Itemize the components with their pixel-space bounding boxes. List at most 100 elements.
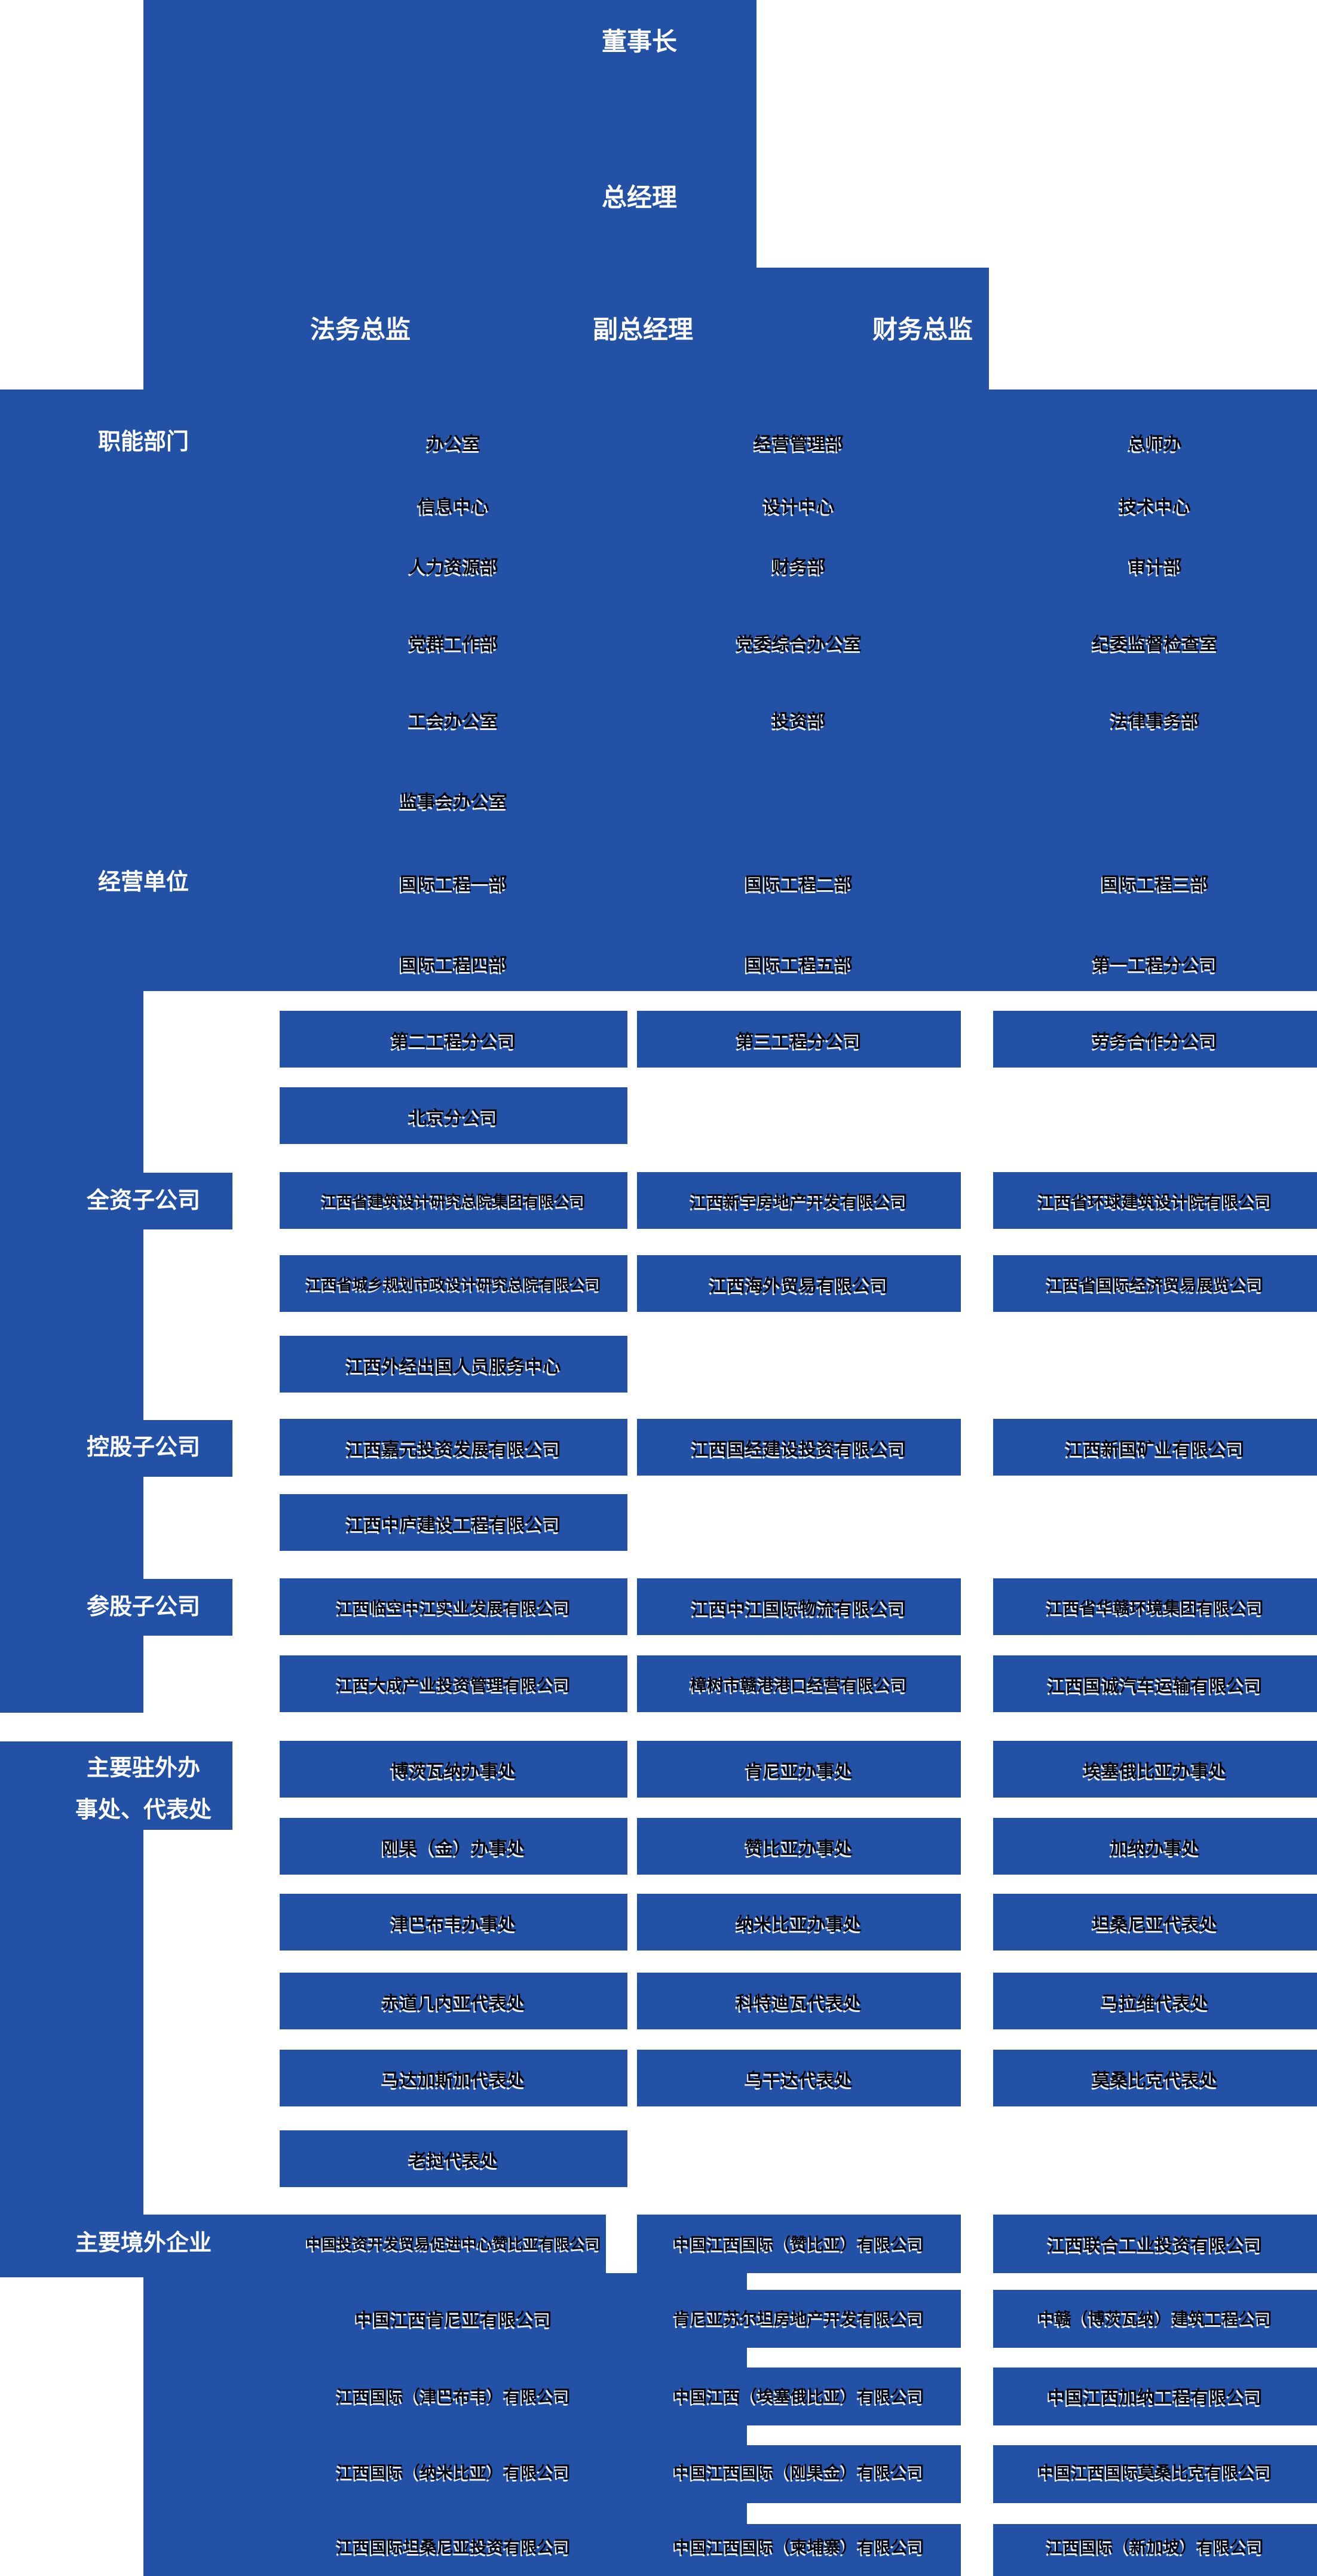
org-box-business-units-r0c0: 国际工程一部	[280, 854, 627, 910]
org-box-functional-r1c2: 技术中心	[993, 476, 1317, 533]
org-box-overseas-offices-r2c1: 纳米比亚办事处	[637, 1894, 961, 1951]
org-box-functional-r0c0: 办公室	[280, 413, 627, 470]
org-box-overseas-offices-r1c0: 刚果（金）办事处	[280, 1818, 627, 1875]
org-box-business-units-r1c0: 国际工程四部	[280, 934, 627, 991]
org-box-business-units-r0c2: 国际工程三部	[993, 854, 1317, 910]
org-box-wholly-owned-subsidiaries-r0c1: 江西新宇房地产开发有限公司	[637, 1172, 961, 1229]
org-box-business-units-r1c1: 国际工程五部	[637, 934, 961, 991]
node-legal-director: 法务总监	[310, 315, 411, 344]
org-box-overseas-offices-r2c0: 津巴布韦办事处	[280, 1894, 627, 1951]
org-box-business-units-r2c0: 第二工程分公司	[280, 1011, 627, 1068]
section-tab-overseas-enterprises	[0, 2215, 232, 2271]
org-box-wholly-owned-subsidiaries-r2c0: 江西外经出国人员服务中心	[280, 1336, 627, 1393]
org-box-business-units-r3c0: 北京分公司	[280, 1087, 627, 1144]
org-box-overseas-enterprises-r2c2: 中国江西加纳工程有限公司	[993, 2367, 1317, 2424]
org-box-overseas-enterprises-r1c1: 肯尼亚苏尔坦房地产开发有限公司	[637, 2289, 961, 2346]
org-box-overseas-offices-r4c1: 乌干达代表处	[637, 2050, 961, 2106]
section-tab-overseas-offices	[0, 1741, 232, 1830]
section-label-holding: 控股子公司	[86, 1435, 200, 1460]
org-box-business-units-r2c2: 劳务合作分公司	[993, 1011, 1317, 1068]
org-box-overseas-enterprises-r0c1: 中国江西国际（赞比亚）有限公司	[637, 2215, 961, 2271]
org-box-overseas-enterprises-r4c2: 江西国际（新加坡）有限公司	[993, 2517, 1317, 2574]
org-box-minority-stake-subsidiaries-r0c1: 江西中江国际物流有限公司	[637, 1578, 961, 1635]
org-box-functional-r4c1: 投资部	[637, 691, 961, 747]
section-label-minority: 参股子公司	[86, 1594, 200, 1620]
section-tab-holding	[0, 1420, 232, 1477]
org-box-business-units-r1c2: 第一工程分公司	[993, 934, 1317, 991]
org-box-minority-stake-subsidiaries-r0c2: 江西省华赣环境集团有限公司	[993, 1578, 1317, 1635]
org-box-functional-r4c0: 工会办公室	[280, 691, 627, 747]
org-box-overseas-offices-r4c0: 马达加斯加代表处	[280, 2050, 627, 2106]
section-label-business-units: 经营单位	[97, 870, 189, 895]
section-label-overseas-offices-line2: 事处、代表处	[75, 1798, 212, 1823]
org-box-wholly-owned-subsidiaries-r1c1: 江西海外贸易有限公司	[637, 1255, 961, 1312]
org-box-overseas-enterprises-r0c0: 中国投资开发贸易促进中心赞比亚有限公司	[280, 2215, 627, 2271]
org-box-overseas-offices-r5c0: 老挝代表处	[280, 2130, 627, 2187]
org-box-holding-subsidiaries-r0c2: 江西新国矿业有限公司	[993, 1419, 1317, 1476]
org-box-overseas-enterprises-r3c1: 中国江西国际（刚果金）有限公司	[637, 2443, 961, 2500]
org-box-overseas-enterprises-r4c1: 中国江西国际（柬埔寨）有限公司	[637, 2517, 961, 2574]
section-label-overseas-enterprises: 主要境外企业	[75, 2231, 212, 2256]
org-box-functional-r3c1: 党委综合办公室	[637, 614, 961, 670]
org-box-minority-stake-subsidiaries-r1c2: 江西国诚汽车运输有限公司	[993, 1655, 1317, 1712]
org-box-overseas-enterprises-r2c1: 中国江西（埃塞俄比亚）有限公司	[637, 2367, 961, 2424]
bg-left-strip-lower	[0, 1741, 143, 2277]
org-box-overseas-offices-r3c0: 赤道几内亚代表处	[280, 1973, 627, 2029]
org-box-overseas-enterprises-r3c2: 中国江西国际莫桑比克有限公司	[993, 2443, 1317, 2500]
section-label-overseas-offices: 主要驻外办 事处、代表处	[45, 1747, 242, 1831]
org-box-functional-r3c0: 党群工作部	[280, 614, 627, 670]
org-box-functional-r1c0: 信息中心	[280, 476, 627, 533]
separator-row-1	[747, 2273, 1317, 2290]
org-box-minority-stake-subsidiaries-r0c0: 江西临空中江实业发展有限公司	[280, 1578, 627, 1635]
org-box-overseas-offices-r0c2: 埃塞俄比亚办事处	[993, 1741, 1317, 1798]
org-box-overseas-offices-r1c1: 赞比亚办事处	[637, 1818, 961, 1875]
org-box-functional-r3c2: 纪委监督检查室	[993, 614, 1317, 670]
org-box-functional-r2c2: 审计部	[993, 536, 1317, 593]
org-box-functional-r4c2: 法律事务部	[993, 691, 1317, 747]
org-box-functional-r0c2: 总师办	[993, 413, 1317, 470]
org-box-functional-r2c0: 人力资源部	[280, 536, 627, 593]
node-chairman: 董事长	[601, 27, 677, 56]
org-box-functional-r5c0: 监事会办公室	[280, 771, 627, 828]
org-box-overseas-offices-r0c0: 博茨瓦纳办事处	[280, 1741, 627, 1798]
section-tab-wholly-owned	[0, 1173, 232, 1229]
org-box-business-units-r2c1: 第三工程分公司	[637, 1011, 961, 1068]
section-tab-minority	[0, 1579, 232, 1636]
org-box-overseas-offices-r2c2: 坦桑尼亚代表处	[993, 1894, 1317, 1951]
bg-executive-band	[143, 268, 989, 390]
section-label-wholly-owned: 全资子公司	[86, 1188, 200, 1213]
org-box-functional-r1c1: 设计中心	[637, 476, 961, 533]
node-general-manager: 总经理	[601, 183, 677, 211]
node-deputy-general-manager: 副总经理	[592, 315, 693, 344]
separator-col1-gap	[606, 2215, 637, 2273]
org-box-functional-r2c1: 财务部	[637, 536, 961, 593]
org-box-minority-stake-subsidiaries-r1c1: 樟树市赣港港口经营有限公司	[637, 1655, 961, 1712]
separator-row-3	[747, 2425, 1317, 2445]
section-label-overseas-offices-line1: 主要驻外办	[86, 1756, 200, 1781]
org-box-wholly-owned-subsidiaries-r1c0: 江西省城乡规划市政设计研究总院有限公司	[280, 1255, 627, 1312]
org-box-overseas-offices-r3c2: 马拉维代表处	[993, 1973, 1317, 2029]
node-finance-director: 财务总监	[872, 315, 973, 344]
org-box-overseas-enterprises-r0c2: 江西联合工业投资有限公司	[993, 2215, 1317, 2271]
org-box-overseas-enterprises-r3c0: 江西国际（纳米比亚）有限公司	[280, 2443, 627, 2500]
section-label-functional: 职能部门	[97, 430, 189, 455]
org-box-overseas-offices-r1c2: 加纳办事处	[993, 1818, 1317, 1875]
org-box-business-units-r0c1: 国际工程二部	[637, 854, 961, 910]
bg-top-column	[143, 0, 756, 268]
org-box-overseas-enterprises-r1c0: 中国江西肯尼亚有限公司	[280, 2289, 627, 2346]
org-box-holding-subsidiaries-r0c0: 江西嘉元投资发展有限公司	[280, 1419, 627, 1476]
separator-row-2	[747, 2348, 1317, 2368]
org-box-holding-subsidiaries-r0c1: 江西国经建设投资有限公司	[637, 1419, 961, 1476]
org-box-overseas-enterprises-r4c0: 江西国际坦桑尼亚投资有限公司	[280, 2517, 627, 2574]
separator-col	[961, 2215, 993, 2576]
org-box-functional-r0c1: 经营管理部	[637, 413, 961, 470]
org-box-overseas-offices-r0c1: 肯尼亚办事处	[637, 1741, 961, 1798]
org-box-wholly-owned-subsidiaries-r0c0: 江西省建筑设计研究总院集团有限公司	[280, 1172, 627, 1229]
org-box-overseas-enterprises-r1c2: 中赣（博茨瓦纳）建筑工程公司	[993, 2289, 1317, 2346]
org-box-wholly-owned-subsidiaries-r1c2: 江西省国际经济贸易展览公司	[993, 1255, 1317, 1312]
org-box-overseas-offices-r3c1: 科特迪瓦代表处	[637, 1973, 961, 2029]
separator-row-4	[747, 2503, 1317, 2524]
org-box-minority-stake-subsidiaries-r1c0: 江西大成产业投资管理有限公司	[280, 1655, 627, 1712]
org-box-wholly-owned-subsidiaries-r0c2: 江西省环球建筑设计院有限公司	[993, 1172, 1317, 1229]
